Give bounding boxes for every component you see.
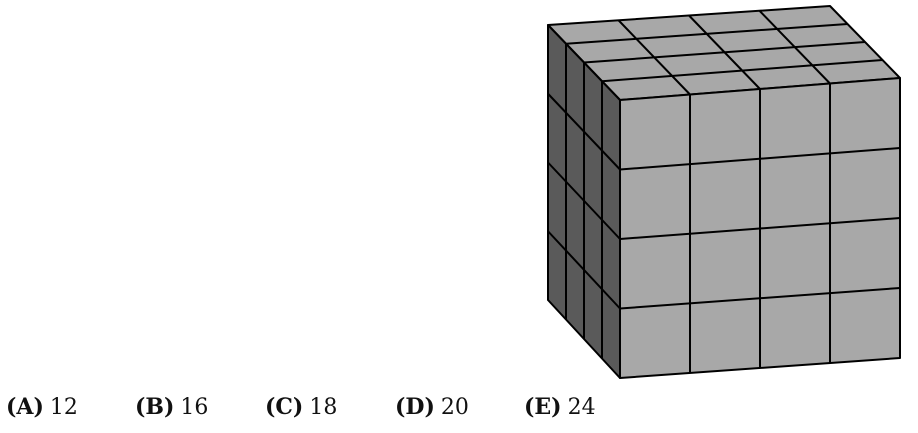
top-face-gridline bbox=[601, 59, 883, 83]
choice-a-letter: (A) bbox=[6, 394, 44, 420]
choice-c-value: 18 bbox=[309, 395, 338, 420]
choice-c-letter: (C) bbox=[265, 394, 304, 420]
top-face-gridline bbox=[758, 10, 831, 85]
side-face-horizontal-gridline bbox=[547, 230, 621, 310]
choice-a: (A)12 bbox=[6, 394, 78, 420]
choice-d-letter: (D) bbox=[395, 394, 435, 420]
choice-d: (D)20 bbox=[395, 394, 469, 420]
choice-b: (B)16 bbox=[135, 394, 208, 420]
choice-e: (E)24 bbox=[524, 394, 596, 420]
choice-e-value: 24 bbox=[567, 395, 596, 420]
choice-c: (C)18 bbox=[265, 394, 337, 420]
choice-b-letter: (B) bbox=[135, 394, 175, 420]
front-face-horizontal-gridline bbox=[619, 217, 901, 240]
choice-e-letter: (E) bbox=[524, 394, 562, 420]
choice-d-value: 20 bbox=[440, 395, 469, 420]
side-face-horizontal-gridline bbox=[547, 161, 621, 240]
choice-b-value: 16 bbox=[180, 395, 209, 420]
answer-choices: (A)12 (B)16 (C)18 (D)20 (E)24 bbox=[6, 394, 706, 428]
choice-a-value: 12 bbox=[49, 395, 78, 420]
top-face-gridline bbox=[583, 41, 866, 64]
front-face-horizontal-gridline bbox=[619, 287, 901, 310]
